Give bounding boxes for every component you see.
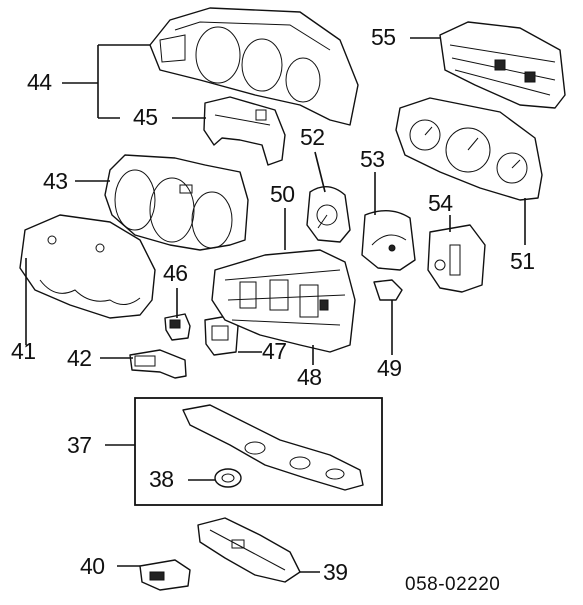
part-38-grommet bbox=[214, 468, 242, 488]
callout-40: 40 bbox=[80, 553, 105, 579]
callout-47: 47 bbox=[262, 338, 287, 364]
callout-45: 45 bbox=[133, 104, 158, 130]
part-37-group-box bbox=[134, 397, 383, 506]
diagram-code: 058-02220 bbox=[405, 574, 501, 595]
part-46-clip bbox=[164, 313, 191, 341]
part-53-gauge bbox=[361, 210, 416, 271]
part-39-bracket bbox=[197, 517, 301, 583]
part-49-bulb-socket bbox=[373, 279, 403, 301]
callout-49: 49 bbox=[377, 355, 402, 381]
callout-55: 55 bbox=[371, 24, 396, 50]
part-37-bracket-assembly bbox=[182, 404, 364, 491]
callout-38: 38 bbox=[149, 466, 174, 492]
callout-46: 46 bbox=[163, 260, 188, 286]
part-41-cover-panel bbox=[19, 214, 156, 319]
callout-48: 48 bbox=[297, 364, 322, 390]
callout-53: 53 bbox=[360, 146, 385, 172]
part-51-meter-assembly bbox=[395, 97, 543, 201]
part-55-circuit-board bbox=[439, 21, 566, 109]
callout-41: 41 bbox=[11, 338, 36, 364]
part-40-clip bbox=[139, 559, 191, 591]
part-42-connector bbox=[129, 349, 187, 379]
callout-50: 50 bbox=[270, 181, 295, 207]
callout-39: 39 bbox=[323, 559, 348, 585]
part-48-case-assembly bbox=[211, 249, 356, 353]
callout-54: 54 bbox=[428, 190, 453, 216]
callout-51: 51 bbox=[510, 248, 535, 274]
callout-43: 43 bbox=[43, 168, 68, 194]
part-54-gauge-plate bbox=[427, 224, 486, 293]
callout-44: 44 bbox=[27, 69, 52, 95]
part-52-gauge bbox=[306, 186, 351, 243]
leader-lines bbox=[25, 37, 526, 573]
callout-42: 42 bbox=[67, 345, 92, 371]
part-43-meter-housing bbox=[104, 154, 249, 251]
callout-52: 52 bbox=[300, 124, 325, 150]
part-45-bracket bbox=[203, 96, 286, 166]
part-44-meter-visor bbox=[149, 7, 359, 126]
callout-37: 37 bbox=[67, 432, 92, 458]
